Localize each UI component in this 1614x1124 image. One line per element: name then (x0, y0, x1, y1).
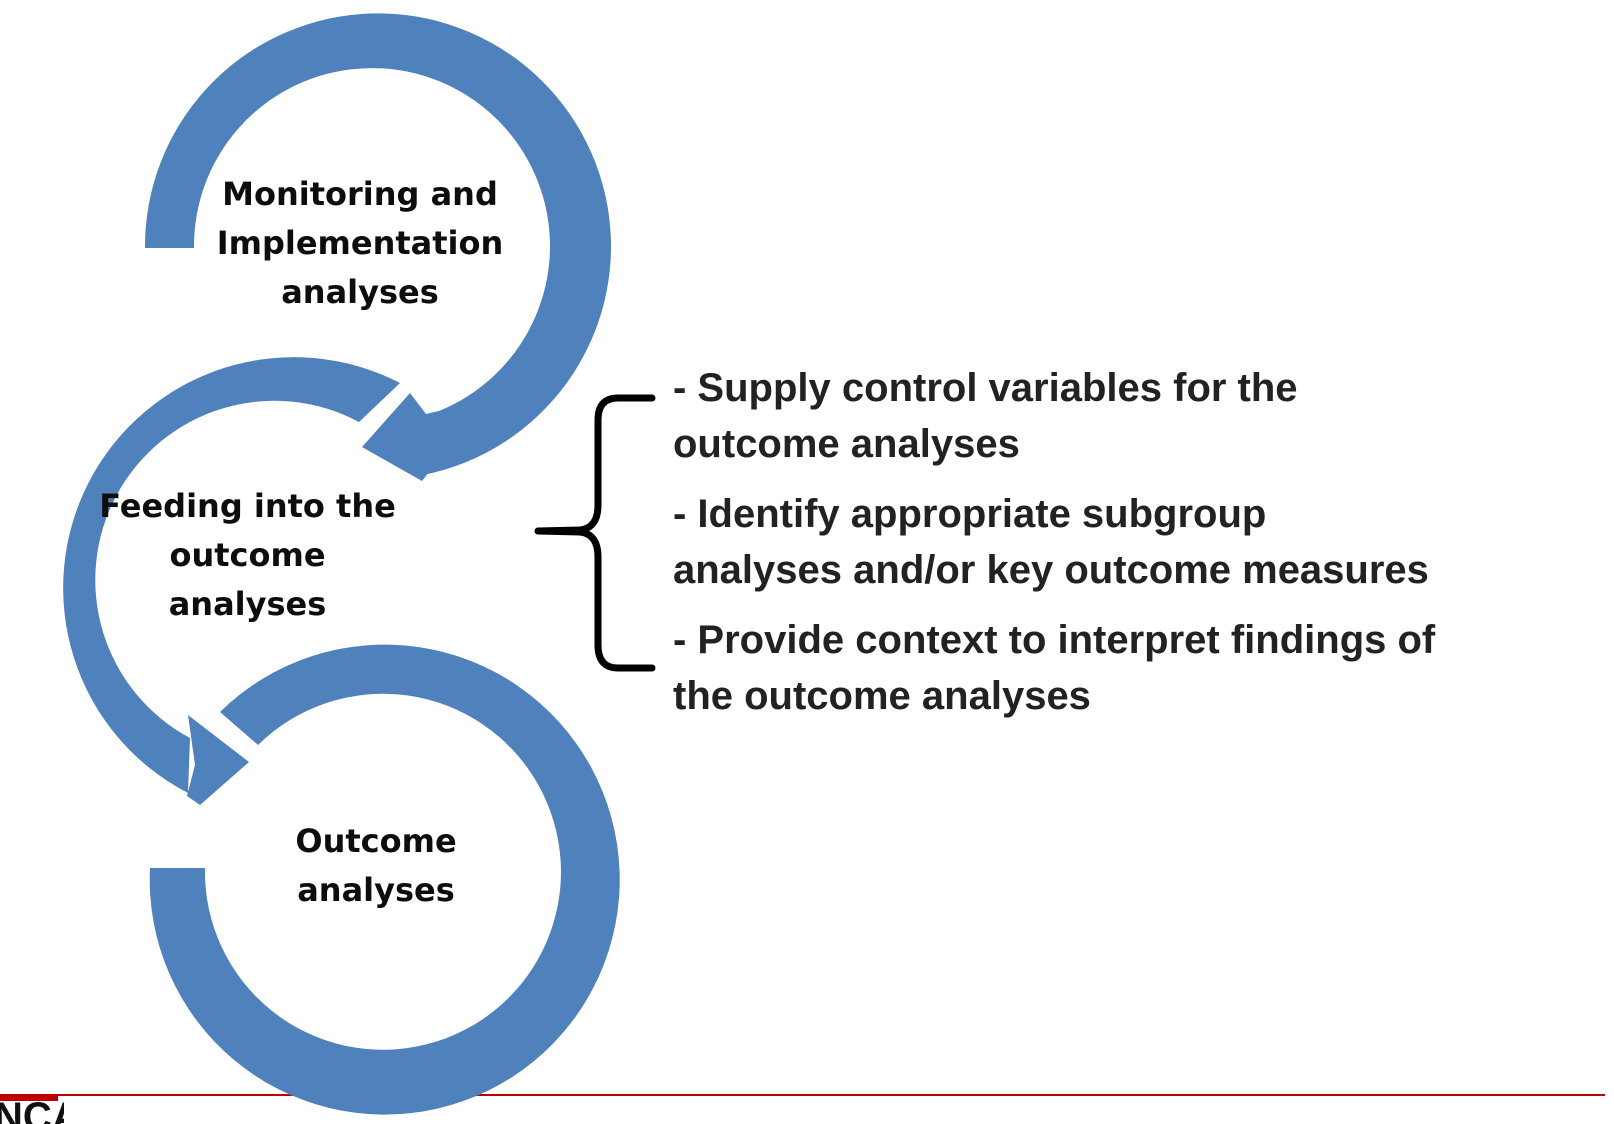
cycle-label-feeding: Feeding into the outcome analyses (95, 482, 400, 629)
bullet-line: analyses and/or key outcome measures (673, 548, 1429, 592)
cycle-label-line: Feeding into the (99, 487, 396, 525)
cycle-label-monitoring: Monitoring and Implementation analyses (210, 170, 510, 317)
logo-text: NCA (0, 1095, 64, 1124)
cycle-label-line: Monitoring and (222, 175, 498, 213)
bullet-line: the outcome analyses (673, 674, 1091, 718)
bullet-line: - Supply control variables for the (673, 366, 1298, 410)
bullet-item: - Identify appropriate subgroup analyses… (673, 486, 1603, 598)
bullet-line: - Identify appropriate subgroup (673, 492, 1267, 536)
bullet-item: - Supply control variables for the outco… (673, 360, 1603, 472)
curly-brace-icon (534, 394, 656, 672)
middle-cycle-arrowhead (187, 715, 249, 805)
bullet-line: - Provide context to interpret findings … (673, 618, 1436, 662)
cycle-label-line: analyses (297, 871, 455, 909)
cycle-label-line: analyses (281, 273, 439, 311)
top-cycle-arrowhead (362, 393, 485, 481)
cycle-label-line: Implementation (216, 224, 504, 262)
bullet-list: - Supply control variables for the outco… (673, 360, 1603, 738)
middle-cycle-arrow (63, 357, 401, 793)
footer-logo: NCA (0, 1094, 64, 1124)
bullet-line: outcome analyses (673, 422, 1020, 466)
bullet-item: - Provide context to interpret findings … (673, 612, 1603, 724)
cycle-label-line: analyses (168, 585, 327, 623)
cycle-label-line: outcome (169, 536, 326, 574)
cycle-label-line: Outcome (295, 822, 457, 860)
cycle-label-outcome: Outcome analyses (236, 817, 516, 915)
logo-bar (0, 1094, 58, 1101)
